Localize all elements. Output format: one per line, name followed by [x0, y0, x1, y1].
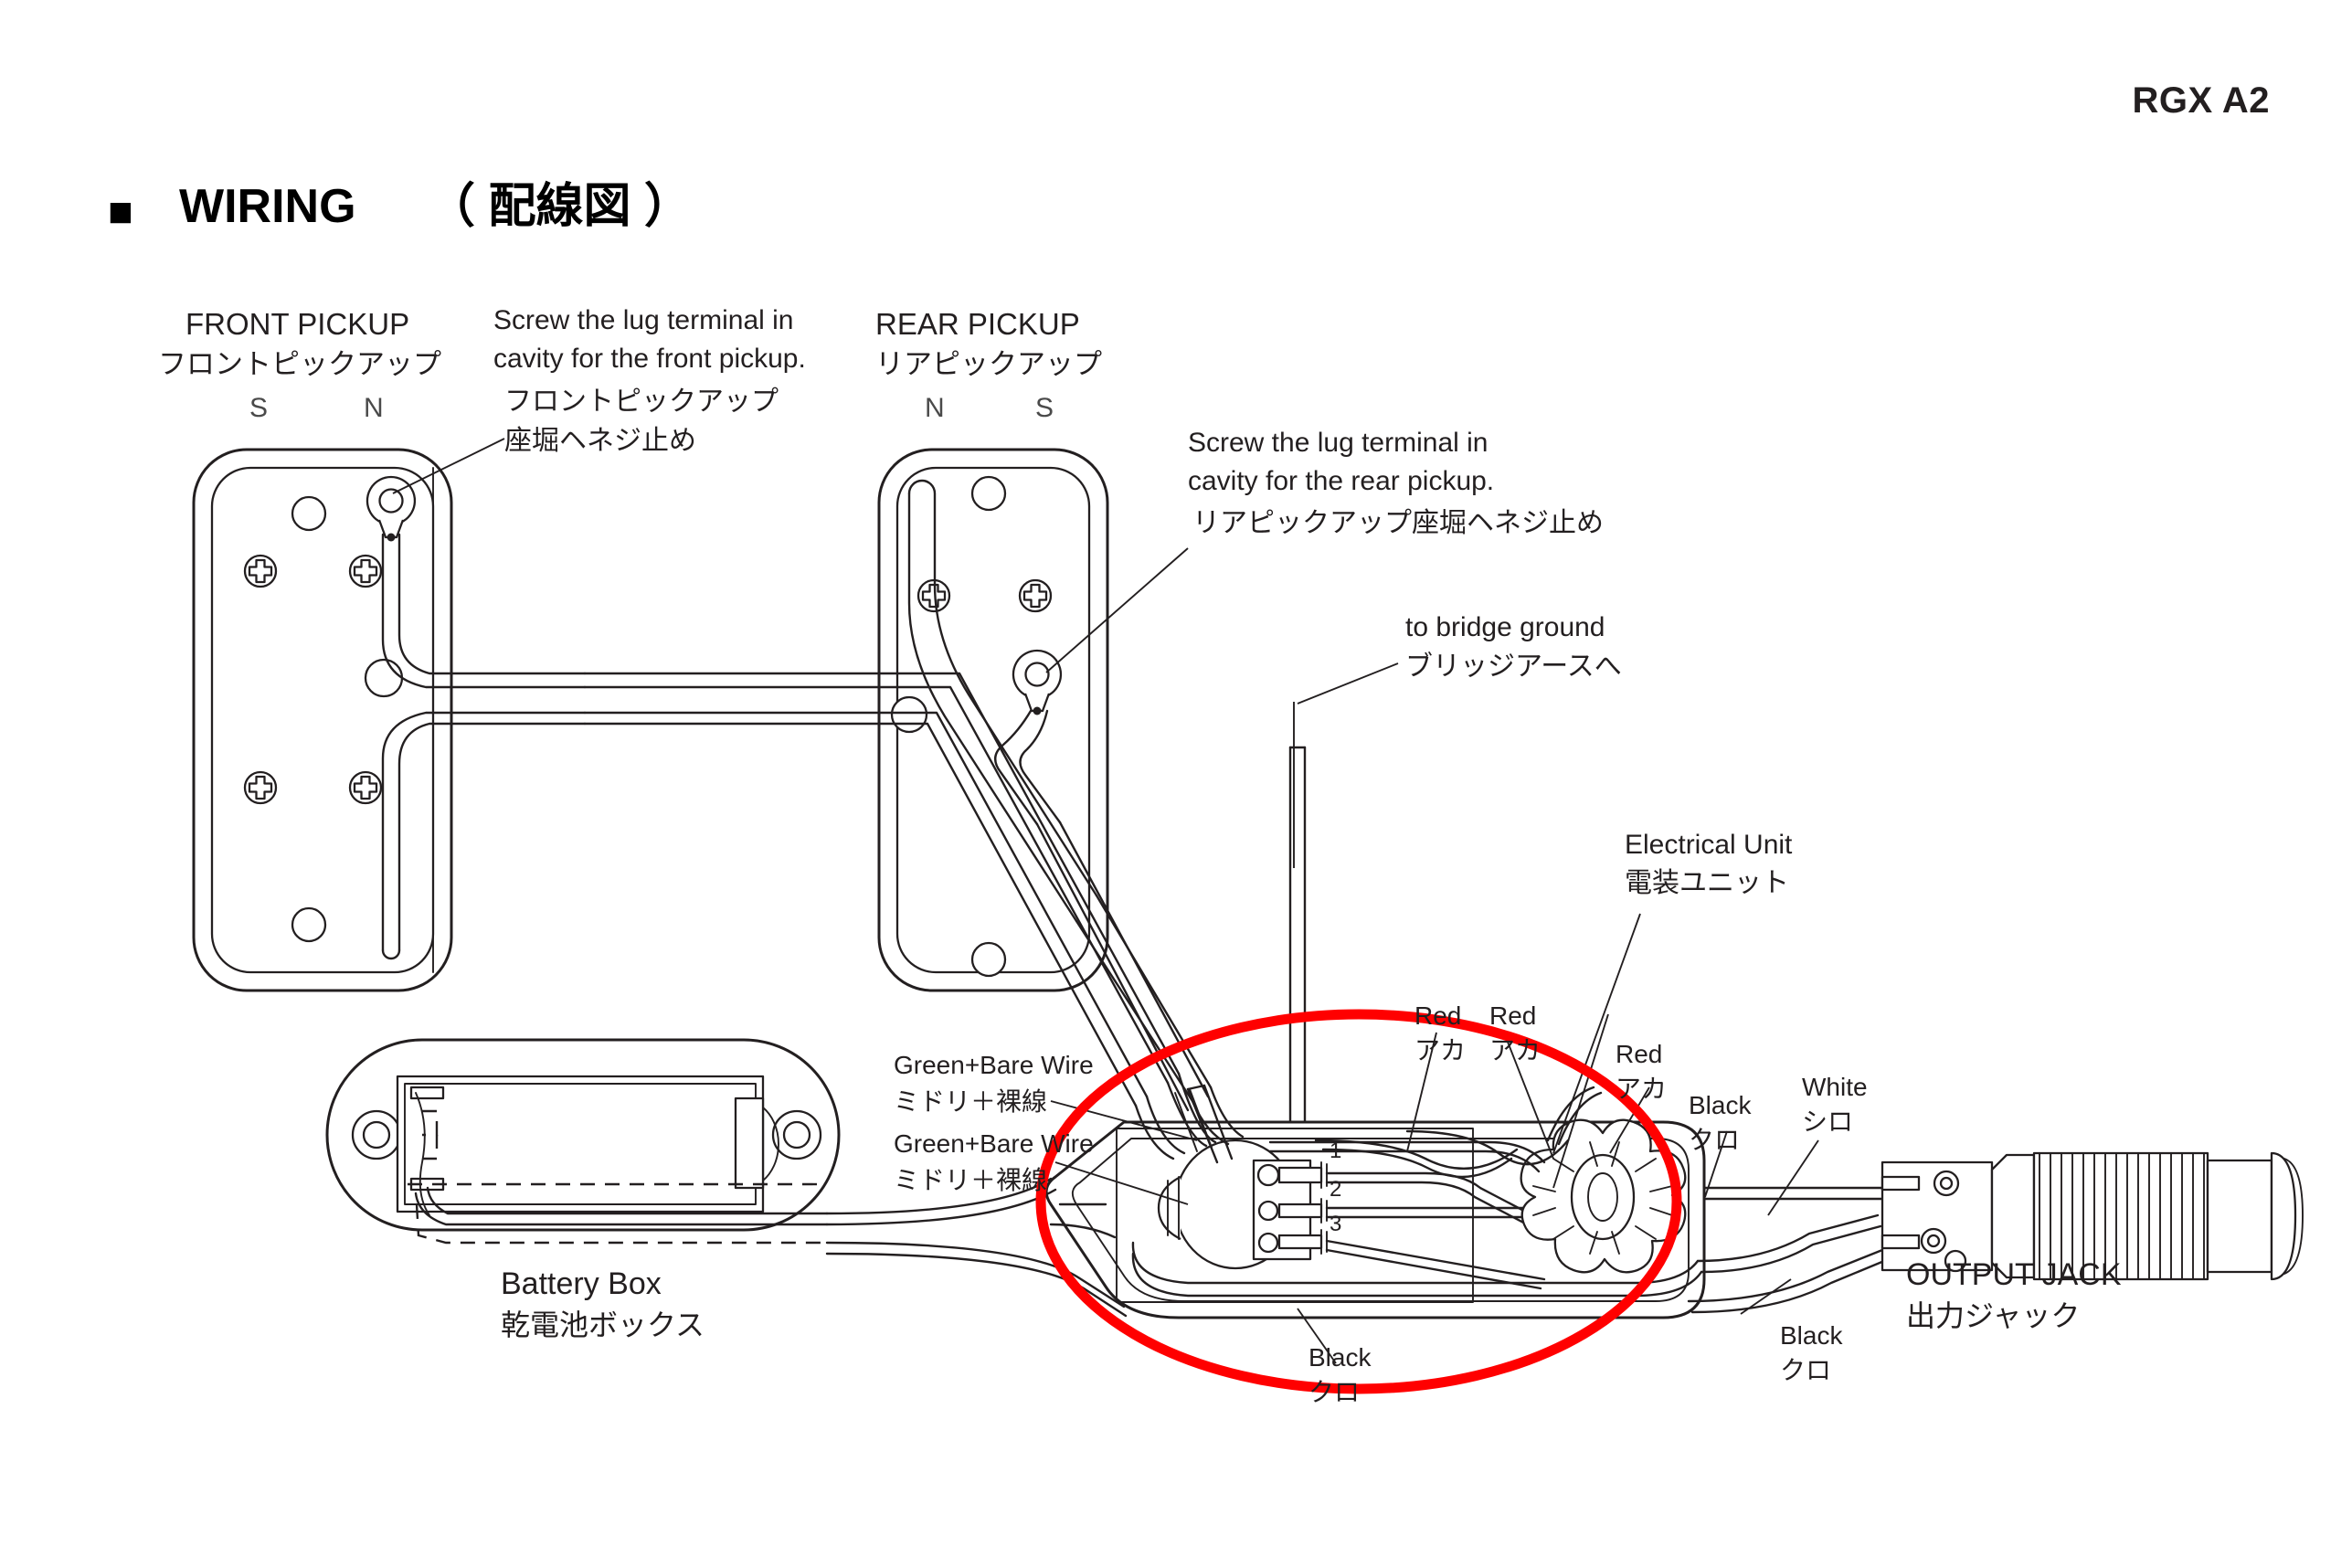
rear-pickup-pole-s: S	[1035, 393, 1054, 423]
battery-box	[325, 1038, 841, 1245]
front-pickup-pole-n: N	[364, 393, 384, 423]
white-wire-label-jp: シロ	[1802, 1107, 1854, 1136]
front-pickup-assembly	[192, 448, 587, 992]
page-title: WIRING	[179, 180, 356, 233]
front-pickup-pole-s: S	[249, 393, 269, 423]
red-wire-label-1-jp: アカ	[1414, 1036, 1467, 1065]
red-wire-label-2: Red	[1489, 1001, 1537, 1030]
front-screw-note-jp2: 座堀ヘネジ止め	[504, 426, 696, 456]
red-wire-label-3-jp: アカ	[1616, 1075, 1668, 1103]
rear-screw-note-jp: リアピックアップ座堀ヘネジ止め	[1192, 508, 1604, 538]
switch-terminal-1: 1	[1330, 1139, 1342, 1163]
front-screw-note-line2: cavity for the front pickup.	[493, 344, 806, 374]
electrical-unit	[825, 1072, 1886, 1319]
rear-pickup-assembly	[877, 448, 1109, 992]
leader-lines	[392, 438, 1819, 1364]
battery-box-label-jp: 乾電池ボックス	[501, 1308, 705, 1341]
electrical-unit-label-jp: 電装ユニット	[1625, 868, 1789, 898]
green-bare-wire-label-2-jp: ミドリ＋裸線	[894, 1166, 1048, 1194]
red-wire-label-3: Red	[1616, 1040, 1663, 1068]
mini-switch	[1157, 1084, 1555, 1290]
black-wire-label-3-jp: クロ	[1308, 1378, 1361, 1406]
white-wire-label: White	[1802, 1073, 1868, 1101]
bridge-ground-label: to bridge ground	[1405, 612, 1605, 642]
green-bare-wire-label-2: Green+Bare Wire	[894, 1129, 1094, 1158]
red-wire-label-2-jp: アカ	[1489, 1036, 1542, 1065]
rear-screw-note-line1: Screw the lug terminal in	[1188, 428, 1489, 458]
front-screw-note-line1: Screw the lug terminal in	[493, 305, 794, 335]
highlight-ellipse	[1035, 1009, 1682, 1394]
black-wire-label-3: Black	[1308, 1343, 1372, 1372]
switch-terminal-2: 2	[1330, 1177, 1342, 1202]
rear-screw-note-line2: cavity for the rear pickup.	[1188, 466, 1495, 496]
black-wire-label-2-jp: クロ	[1780, 1356, 1832, 1384]
front-pickup-title: FRONT PICKUP	[185, 307, 410, 341]
green-bare-wire-label-1: Green+Bare Wire	[894, 1051, 1094, 1079]
rear-pickup-title: REAR PICKUP	[875, 307, 1080, 341]
section-marker-icon: ■	[108, 187, 133, 235]
page-title-jp: （ 配線図 ）	[428, 180, 692, 233]
electrical-unit-label: Electrical Unit	[1625, 830, 1793, 860]
black-wire-label-1: Black	[1689, 1091, 1752, 1119]
ground-bus	[1049, 1202, 1703, 1298]
red-wire-label-1: Red	[1414, 1001, 1462, 1030]
battery-box-label: Battery Box	[501, 1266, 662, 1301]
front-screw-note-jp1: フロントピックアップ	[504, 387, 779, 417]
output-jack	[1881, 1151, 2304, 1281]
output-jack-label: OUTPUT JACK	[1906, 1257, 2122, 1292]
unit-harness	[1134, 1072, 1603, 1179]
output-jack-label-jp: 出力ジャック	[1906, 1299, 2081, 1332]
model-label: RGX A2	[2132, 80, 2270, 121]
switch-terminal-3: 3	[1330, 1212, 1342, 1236]
black-wire-label-2: Black	[1780, 1321, 1843, 1350]
wire-bundle-front-to-unit	[583, 672, 1213, 1112]
black-wire-label-1-jp: クロ	[1689, 1126, 1741, 1154]
rear-pickup-pole-n: N	[925, 393, 945, 423]
green-bare-wire-label-1-jp: ミドリ＋裸線	[894, 1087, 1048, 1116]
bridge-ground-label-jp: ブリッジアースへ	[1405, 652, 1622, 682]
front-pickup-title-jp: フロントピックアップ	[158, 348, 441, 380]
rear-pickup-title-jp: リアピックアップ	[875, 348, 1102, 380]
